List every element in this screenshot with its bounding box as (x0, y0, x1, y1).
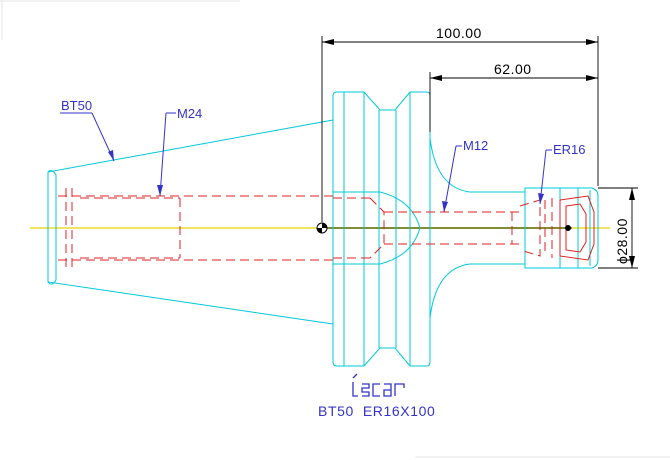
dimension-overall-length (321, 36, 599, 222)
center-mark-left-fill (317, 223, 327, 233)
drawing-caption: BT50 ER16X100 (318, 403, 435, 419)
dimension-inner-length-text: 62.00 (494, 61, 532, 77)
dimension-inner-length (429, 72, 598, 132)
dimension-diameter-text: ϕ28.00 (614, 218, 630, 264)
center-mark-right (565, 225, 571, 231)
hidden-lines (58, 188, 595, 268)
label-thread-small: M12 (463, 138, 488, 153)
label-taper: BT50 (61, 98, 92, 113)
label-collet: ER16 (553, 142, 586, 157)
label-thread-large-leader (157, 112, 176, 197)
taper-shank (47, 119, 334, 325)
label-thread-large: M24 (177, 106, 202, 121)
iscar-logo (352, 373, 405, 397)
label-collet-leader (538, 149, 552, 205)
flange (332, 91, 431, 367)
dimension-diameter (598, 187, 638, 269)
dimension-overall-length-text: 100.00 (436, 25, 482, 41)
label-taper-leader (60, 112, 115, 162)
label-thread-small-leader (442, 145, 462, 213)
